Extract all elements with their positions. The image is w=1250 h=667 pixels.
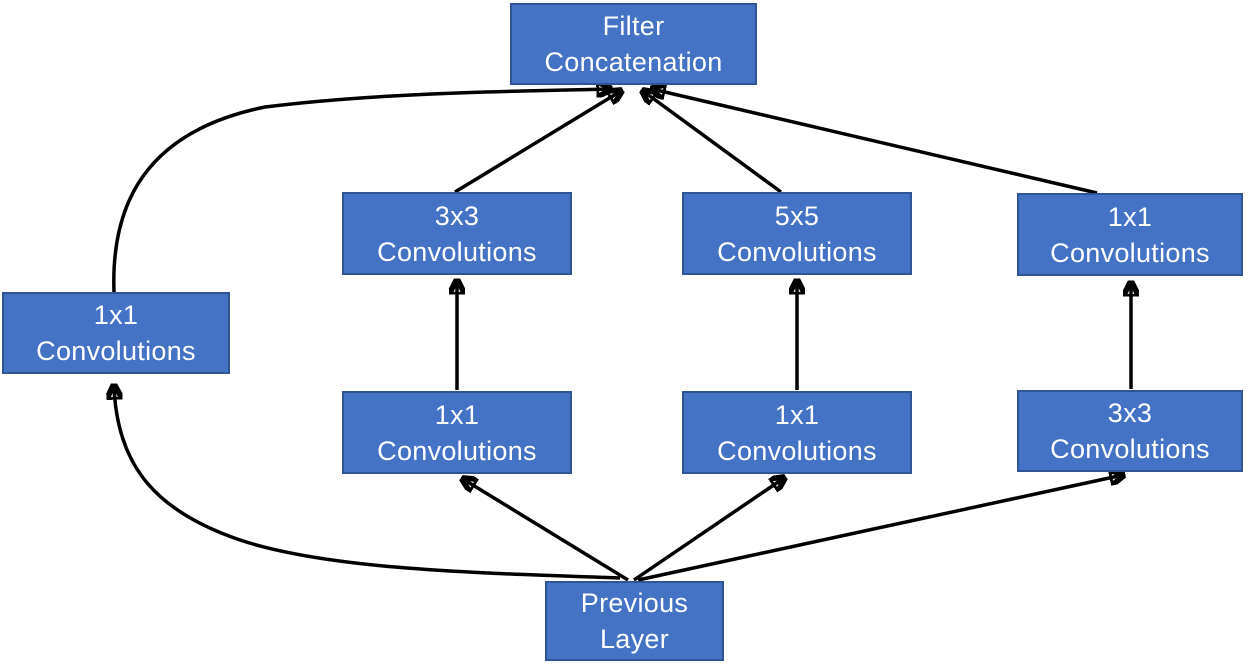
node-3x3-convolutions-mid: 3x3 Convolutions — [342, 192, 572, 275]
edge-previous-to-left-1x1 — [114, 386, 621, 580]
node-label-line: 1x1 — [1107, 201, 1153, 232]
edge-previous-to-bottom-left-1x1 — [463, 479, 629, 582]
node-label-line: Convolutions — [1050, 237, 1210, 268]
node-previous-layer: Previous Layer — [545, 581, 724, 661]
node-label-line: 5x5 — [774, 200, 820, 231]
node-1x1-convolutions-bottom-right: 1x1 Convolutions — [682, 391, 912, 474]
edge-left-1x1-to-filter-concat — [112, 89, 610, 293]
node-label-line: Layer — [599, 624, 670, 654]
edge-3x3-to-filter-concat — [454, 91, 621, 194]
edge-5x5-to-filter-concat — [643, 91, 783, 194]
node-label-line: 1x1 — [434, 399, 480, 430]
node-label-line: Previous — [580, 588, 689, 618]
edge-previous-to-bottom-right-3x3 — [637, 475, 1123, 582]
node-label-line: 3x3 — [1107, 398, 1153, 428]
node-1x1-convolutions-mid-right: 1x1 Convolutions — [1017, 193, 1243, 276]
node-1x1-convolutions-left: 1x1 Convolutions — [2, 292, 230, 374]
node-label-line: Concatenation — [544, 47, 723, 77]
node-label-line: Filter — [602, 11, 665, 41]
edge-right-1x1-to-filter-concat — [652, 89, 1098, 195]
node-label-line: Convolutions — [1050, 434, 1210, 464]
node-filter-concatenation: Filter Concatenation — [510, 3, 757, 85]
node-label-line: Convolutions — [377, 236, 537, 267]
node-label-line: 3x3 — [434, 200, 480, 231]
node-label-line: Convolutions — [36, 336, 196, 366]
node-label-line: Convolutions — [717, 435, 877, 466]
node-5x5-convolutions-mid: 5x5 Convolutions — [682, 192, 912, 275]
node-label-line: Convolutions — [377, 435, 537, 466]
node-1x1-convolutions-bottom-left: 1x1 Convolutions — [342, 391, 572, 474]
node-label-line: 1x1 — [93, 300, 139, 330]
node-label-line: Convolutions — [717, 236, 877, 267]
edge-previous-to-bottom-right-1x1 — [633, 478, 784, 582]
node-label-line: 1x1 — [774, 399, 820, 430]
node-3x3-convolutions-bottom-right: 3x3 Convolutions — [1017, 390, 1243, 472]
